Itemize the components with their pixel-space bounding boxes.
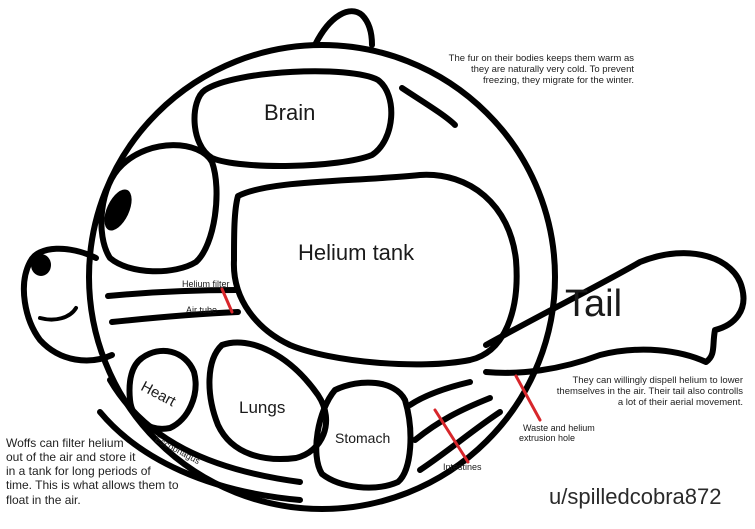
tail-shape [483,250,747,376]
note-filter: Woffs can filter helium out of the air a… [6,436,179,507]
brain-organ [191,68,395,169]
intestines-organ [407,379,473,408]
note-filter-line: time. This is what allows them to [6,478,179,493]
note-filter-line: in a tank for long periods of [6,464,151,479]
snout [21,245,115,364]
note-tail-line: They can willingly dispell helium to low… [572,375,743,386]
top-fin [312,8,375,48]
label-lungs: Lungs [239,398,286,417]
note-filter-line: out of the air and store it [6,450,136,465]
note-fur-line: freezing, they migrate for the winter. [482,75,634,87]
note-tail-line: themselves in the air. Their tail also c… [556,386,743,398]
pointer-extrusion [514,374,542,422]
fur-mark [399,85,458,128]
lungs-organ [206,339,330,462]
note-fur-line: The fur on their bodies keeps them warm … [448,53,634,64]
nose [31,254,51,276]
label-intestines: Intestines [443,462,482,472]
note-fur-line: they are naturally very cold. To prevent [471,64,634,76]
label-waste-line1: Waste and helium [523,423,595,433]
label-air-tube: Air tube [186,305,218,315]
note-tail: They can willingly dispell helium to low… [540,375,743,409]
label-helium-filter: Helium filter [182,279,230,289]
mouth [38,306,78,322]
note-filter-line: float in the air. [6,492,81,507]
heart-organ [126,347,199,432]
eye-socket [98,142,220,275]
stomach-organ [313,379,414,491]
pointer-intestines [433,408,470,464]
eye [104,189,132,231]
esophagus-tube [107,377,303,485]
credit: u/spilledcobra872 [549,484,722,509]
note-filter-line: Woffs can filter helium [6,436,124,450]
note-tail-line: a lot of their aerial movement. [617,397,743,409]
note-fur: The fur on their bodies keeps them warm … [424,53,634,87]
helium-tank [230,171,520,368]
air-tube [105,287,239,299]
label-brain: Brain [264,100,316,125]
pointer-helium-filter [220,287,234,314]
label-waste-line2: extrusion hole [519,433,576,443]
label-tail: Tail [565,283,623,325]
body-outline [86,42,558,512]
label-stomach: Stomach [335,430,391,446]
label-helium-tank: Helium tank [298,240,415,265]
